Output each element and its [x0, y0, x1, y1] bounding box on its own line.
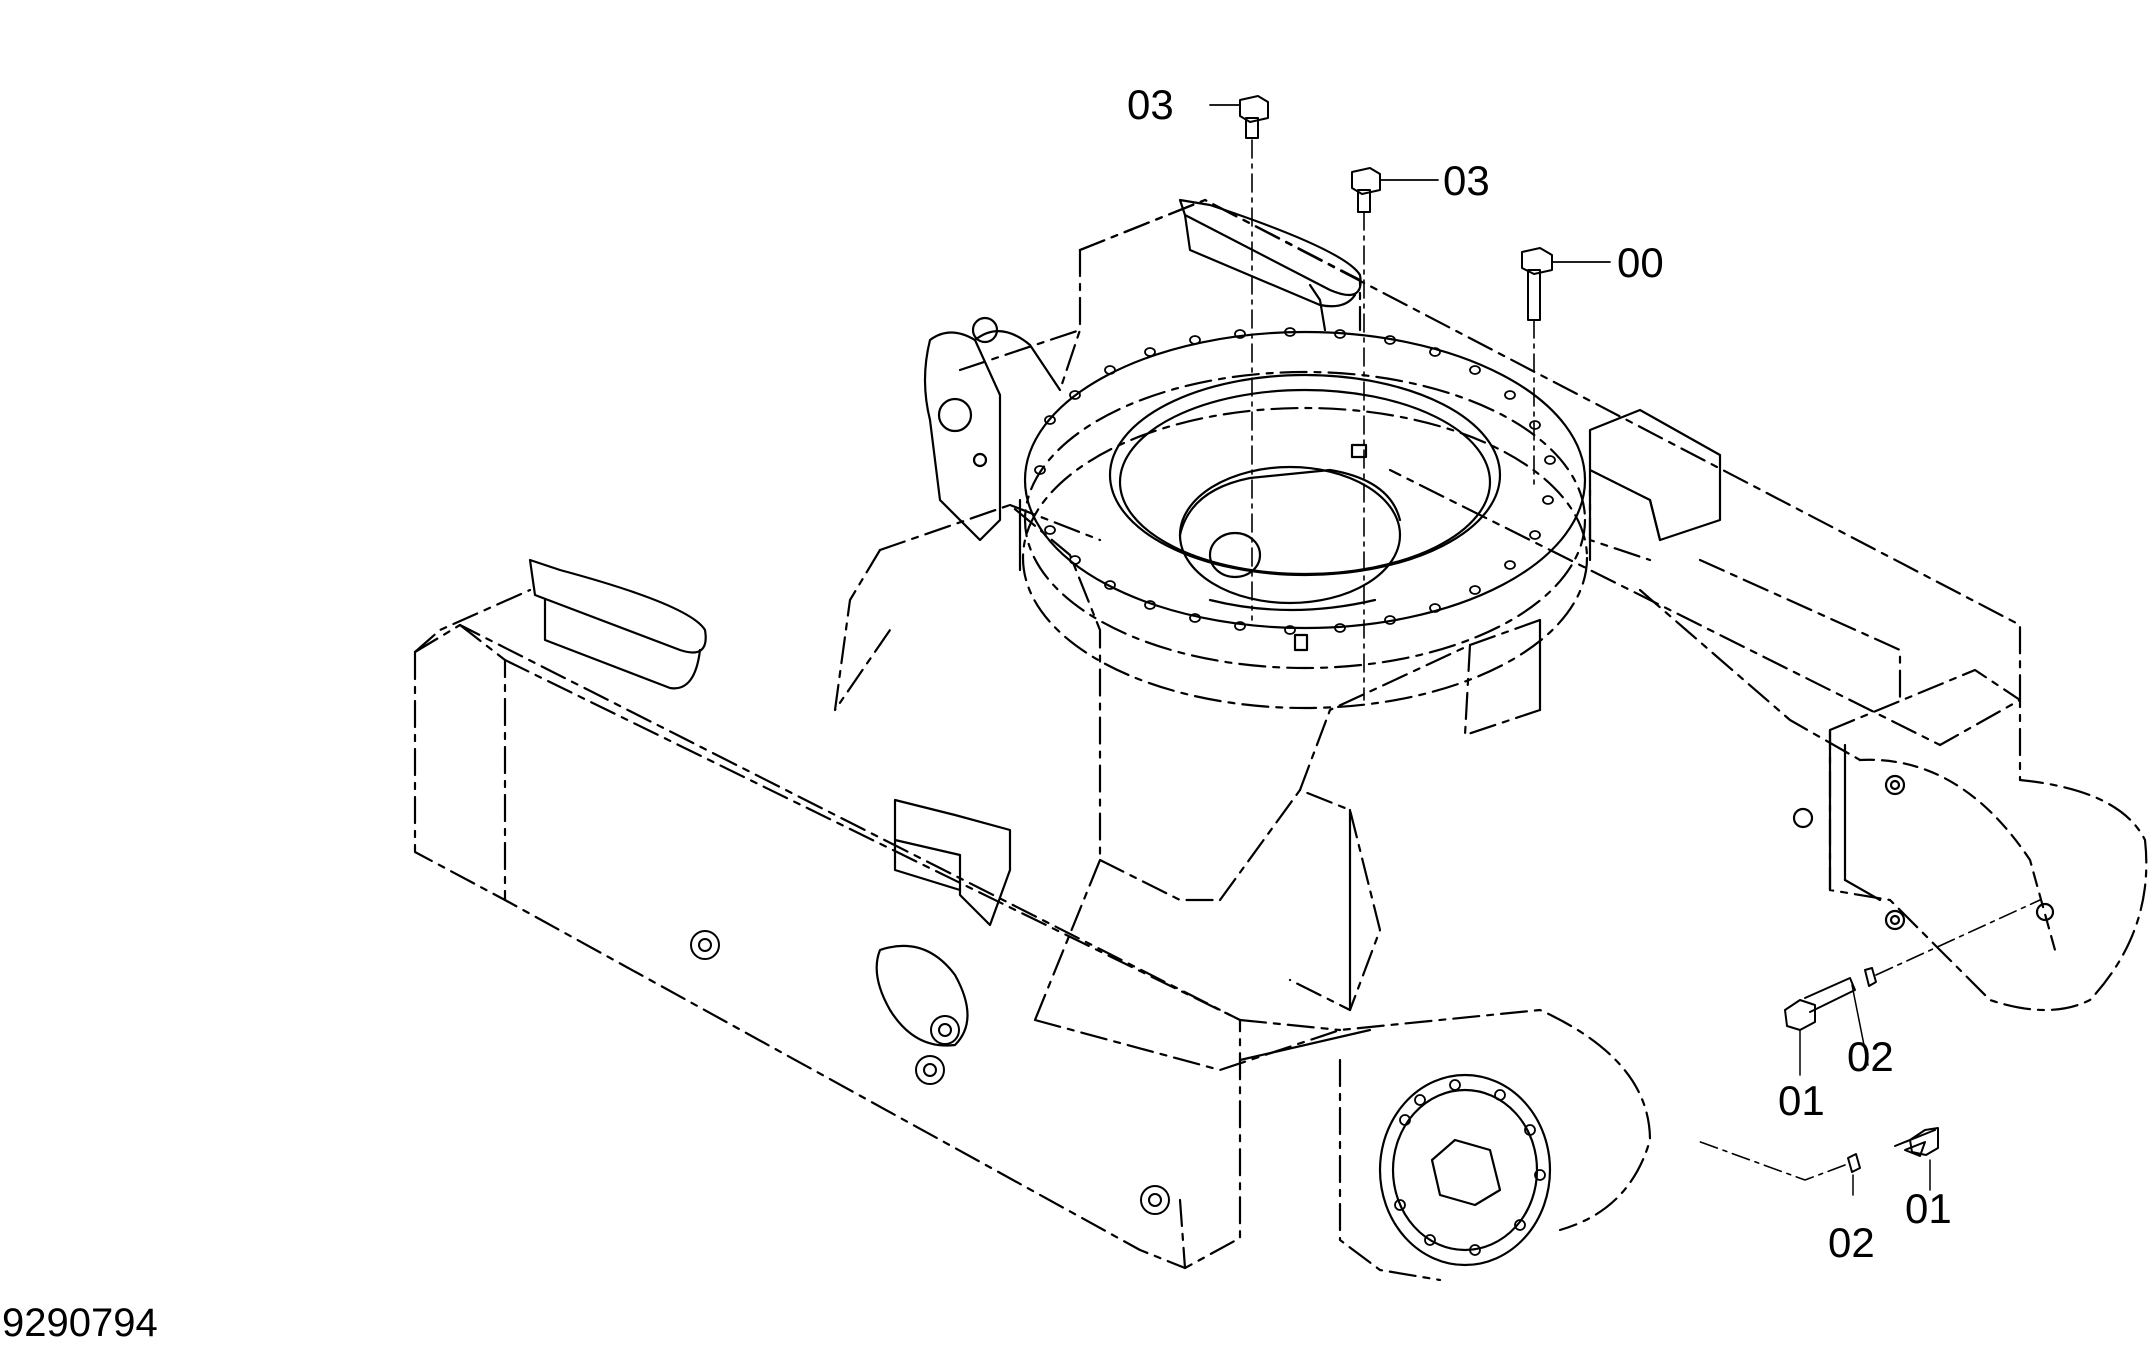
top-bolt-2 [1351, 167, 1439, 701]
right-bolt-upper [1784, 899, 2041, 1076]
swing-bearing-outer-ring [1023, 330, 1587, 630]
swing-bearing-bolt-holes [1034, 327, 1556, 635]
rear-track-guard-plate [1178, 198, 1362, 297]
right-track-frame [1078, 198, 2148, 1012]
swing-bearing-center-hole [1178, 465, 1402, 605]
callout-label: 01 [1905, 1185, 1952, 1232]
lower-final-drive-hub [1430, 1138, 1502, 1207]
left-track-guard-plate [528, 558, 707, 654]
right-rear-sprocket-housing [1828, 668, 2148, 1012]
left-frame-inspection-window [875, 944, 969, 1047]
swing-bearing [1018, 283, 1592, 710]
left-frame-bolts [690, 930, 1170, 1215]
right-frame-outline [1078, 198, 2022, 747]
center-body [833, 198, 1542, 1022]
callout-label: 01 [1778, 1077, 1825, 1124]
lower-final-drive-plate [1378, 1073, 1552, 1267]
drawing-number: 9290794 [2, 1301, 158, 1345]
top-bolt-1 [1209, 95, 1269, 621]
boom-bracket [923, 331, 1002, 542]
left-track-frame [413, 558, 1242, 1270]
lower-cross-frame [1033, 1008, 1652, 1282]
callout-label: 03 [1443, 157, 1490, 204]
callout-label: 00 [1617, 239, 1664, 286]
left-frame-outline [413, 623, 1242, 1270]
callout-label: 03 [1127, 81, 1174, 128]
callout-label: 02 [1828, 1219, 1875, 1266]
right-bolt-lower [1694, 1127, 1939, 1196]
top-bolt-3 [1521, 247, 1611, 491]
callout-label: 02 [1847, 1033, 1894, 1080]
